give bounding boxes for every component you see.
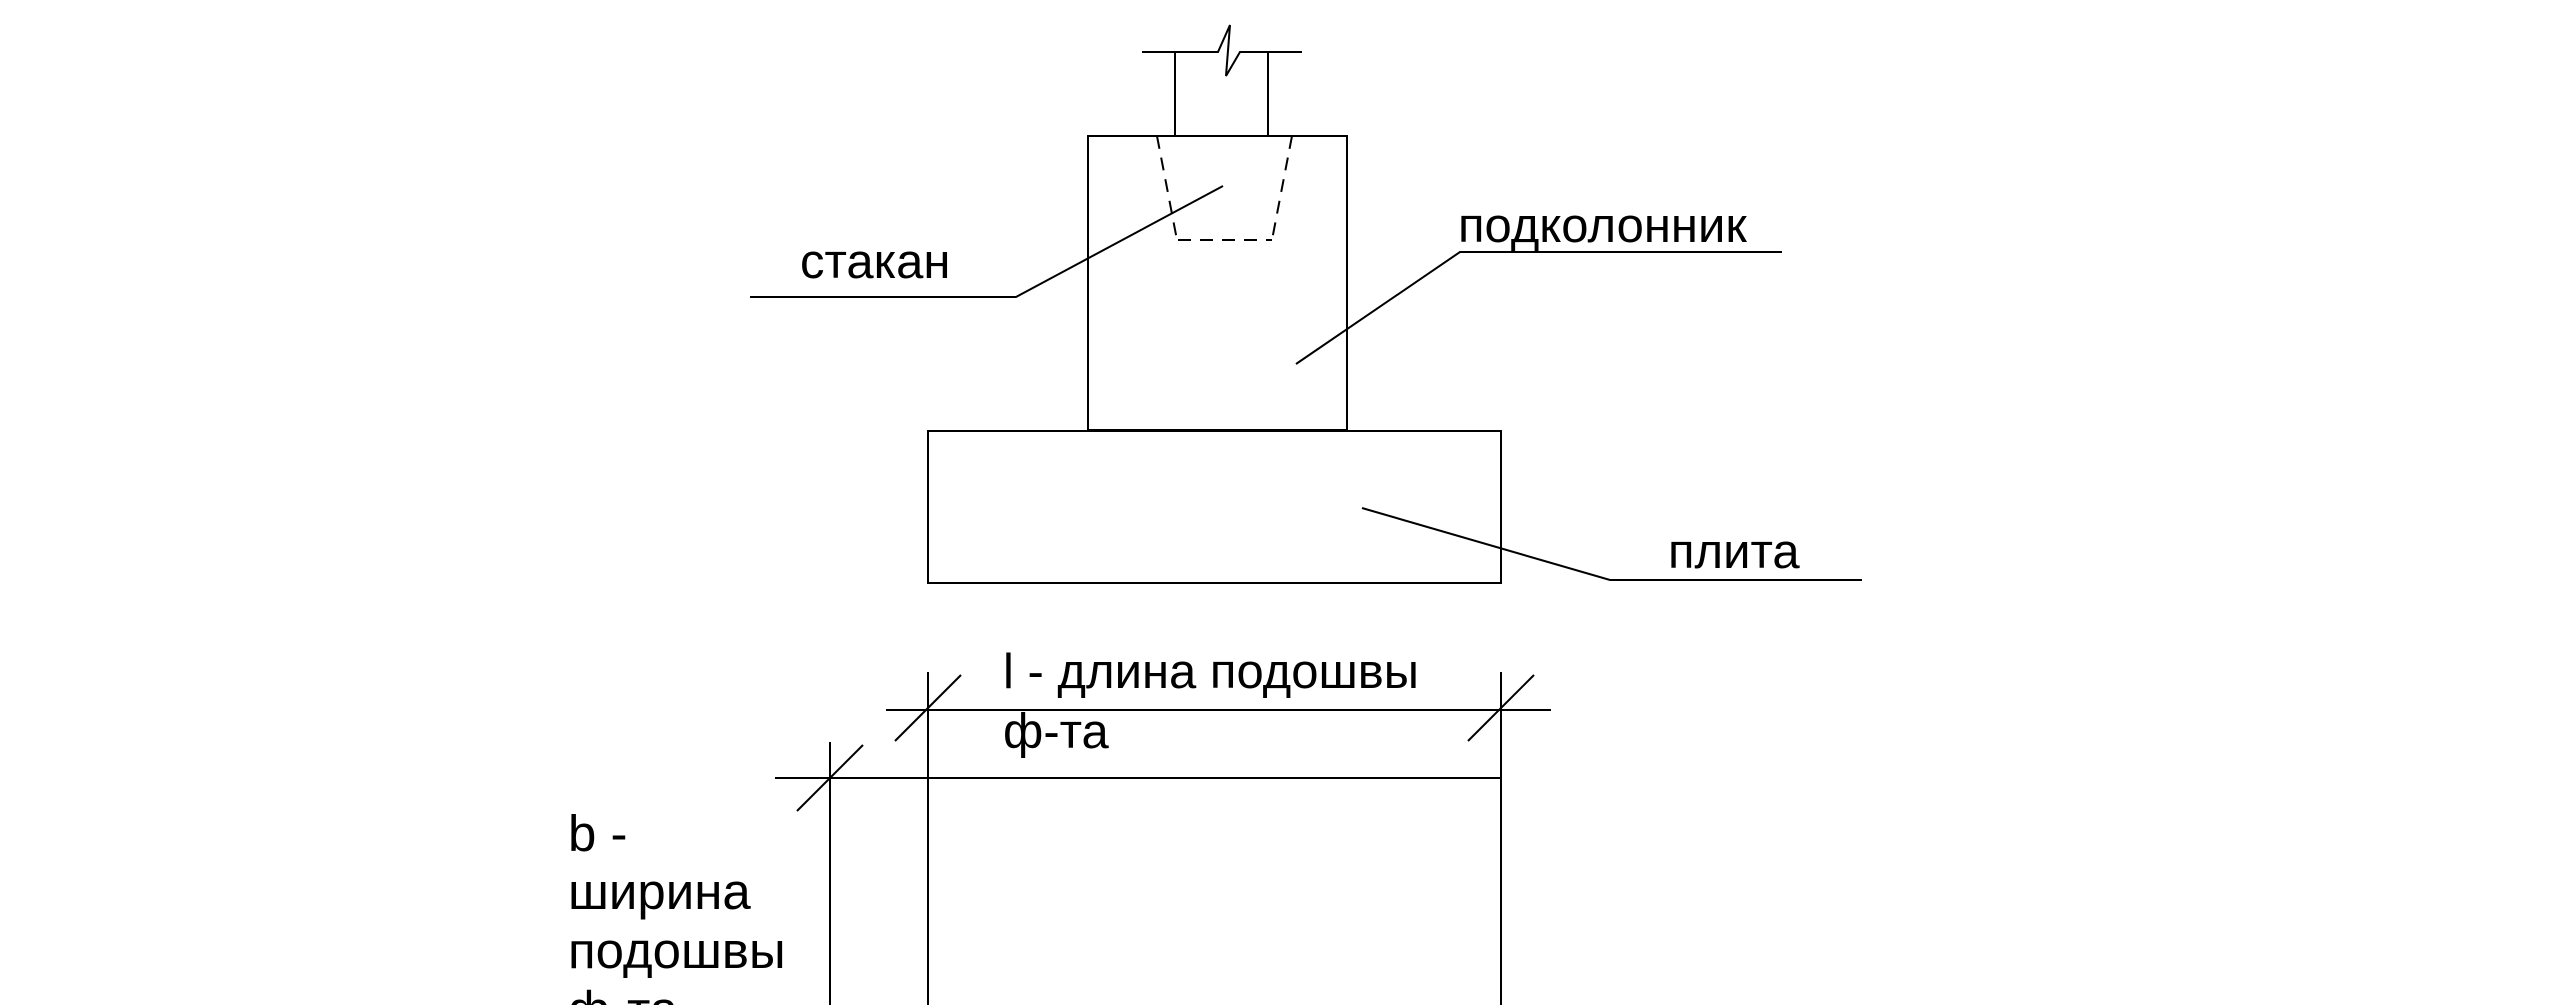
leader-glass — [750, 185, 1224, 298]
slab-label: плита — [1668, 525, 1800, 579]
glass-socket — [1156, 135, 1293, 241]
width-label-line3: подошвы — [568, 922, 786, 979]
slab-outline — [927, 430, 1502, 584]
width-label-line4: ф-та — [568, 984, 678, 1005]
width-label-line1: b - — [568, 805, 628, 862]
column-base-label: подколонник — [1458, 199, 1747, 253]
glass-label: стакан — [800, 235, 951, 289]
plan-outline — [927, 777, 1502, 1005]
width-label-line2: ширина — [568, 863, 751, 920]
leader-column-base — [1295, 251, 1782, 365]
leader-slab — [1361, 507, 1862, 581]
length-label-line1: l - длина подошвы — [1003, 645, 1420, 699]
column-stub — [1142, 24, 1302, 136]
break-mark — [1142, 24, 1302, 77]
pedestal-outline — [1087, 135, 1348, 431]
length-label-line2: ф-та — [1003, 705, 1109, 759]
length-dimension — [886, 672, 1551, 778]
width-dimension — [775, 742, 928, 1005]
